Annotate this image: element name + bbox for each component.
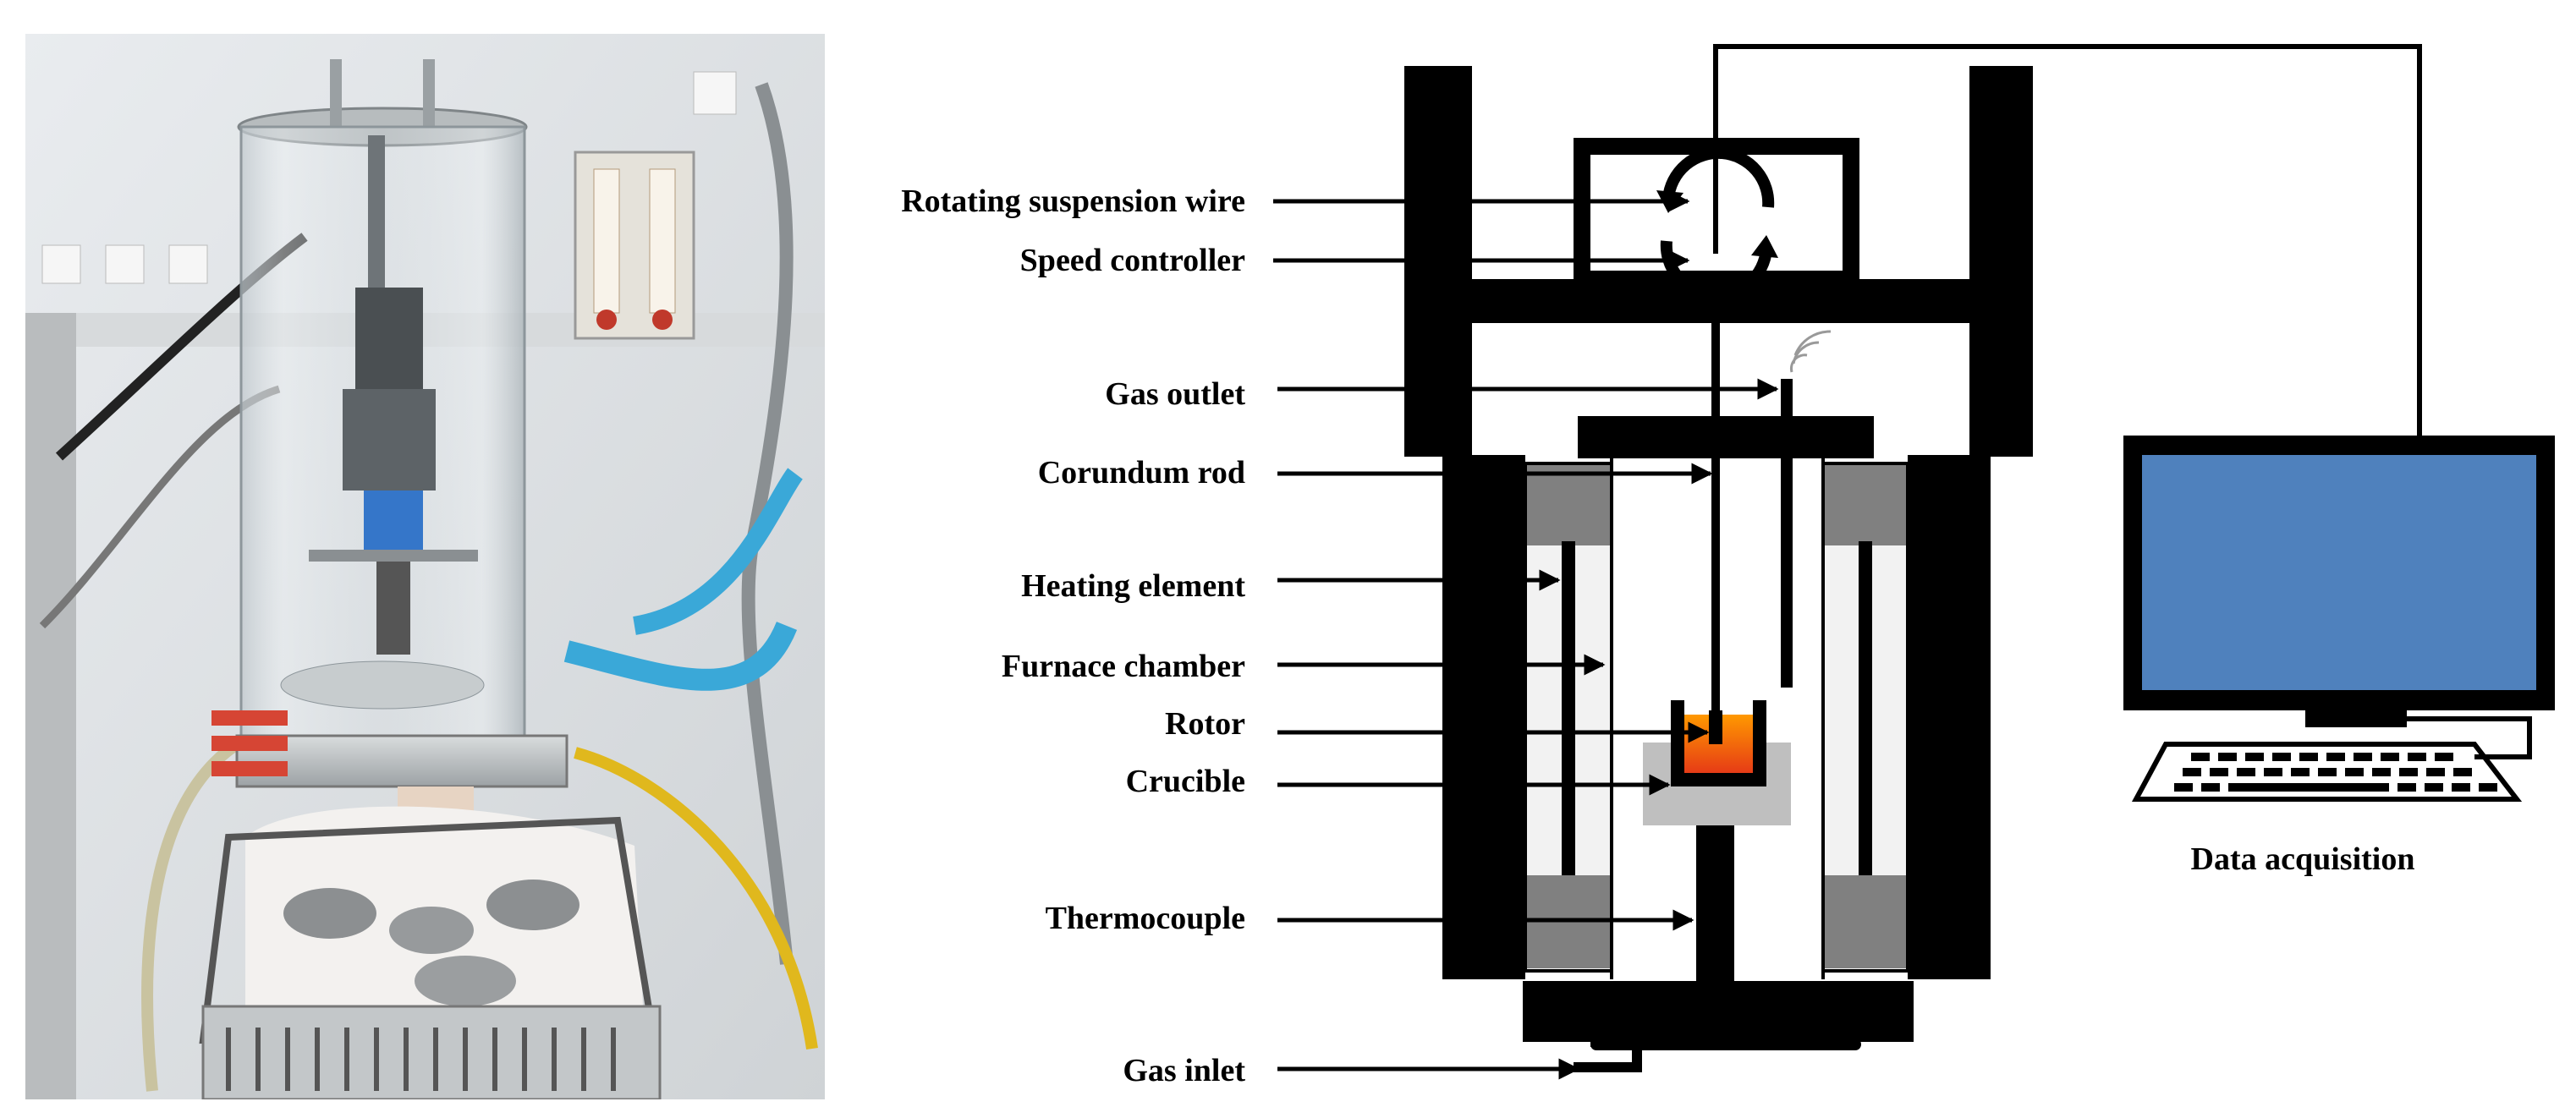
label-gas-outlet: Gas outlet <box>1105 376 1245 412</box>
heating-element-right <box>1859 541 1872 875</box>
rotor-shape <box>1709 710 1722 744</box>
insulation-bottom-right <box>1825 875 1906 968</box>
speed-controller-box <box>1574 138 1859 288</box>
label-crucible: Crucible <box>1126 764 1245 799</box>
gas-outlet-icon <box>1789 330 1832 373</box>
label-thermocouple: Thermocouple <box>1046 901 1245 936</box>
furnace-wall-right <box>1908 455 1991 979</box>
gas-outlet-tube <box>1781 379 1793 688</box>
insulation-top-left <box>1527 465 1610 545</box>
callout-arrows <box>1273 190 1779 1080</box>
label-rotating-suspension-wire: Rotating suspension wire <box>901 184 1245 219</box>
thermocouple-post <box>1696 825 1734 986</box>
furnace-lid <box>1578 416 1874 458</box>
heating-element-left <box>1562 541 1575 875</box>
label-heating-element: Heating element <box>1021 568 1245 604</box>
label-data-acquisition: Data acquisition <box>2191 841 2415 877</box>
furnace-base <box>1523 981 1914 1042</box>
computer-icon <box>2123 436 2555 802</box>
label-furnace-chamber: Furnace chamber <box>1002 649 1245 684</box>
furnace-wall-left <box>1442 455 1525 979</box>
label-gas-inlet: Gas inlet <box>1123 1053 1245 1088</box>
label-rotor: Rotor <box>1165 706 1245 742</box>
crucible-shape <box>1671 700 1766 786</box>
label-corundum-rod: Corundum rod <box>1038 455 1245 490</box>
insulation-top-right <box>1825 465 1906 545</box>
label-speed-controller: Speed controller <box>1020 243 1245 278</box>
gas-inlet-pipe <box>1574 1037 1642 1072</box>
signal-wire <box>1713 44 2422 436</box>
apparatus-photo <box>25 34 825 1099</box>
frame-right-post <box>1969 66 2033 457</box>
